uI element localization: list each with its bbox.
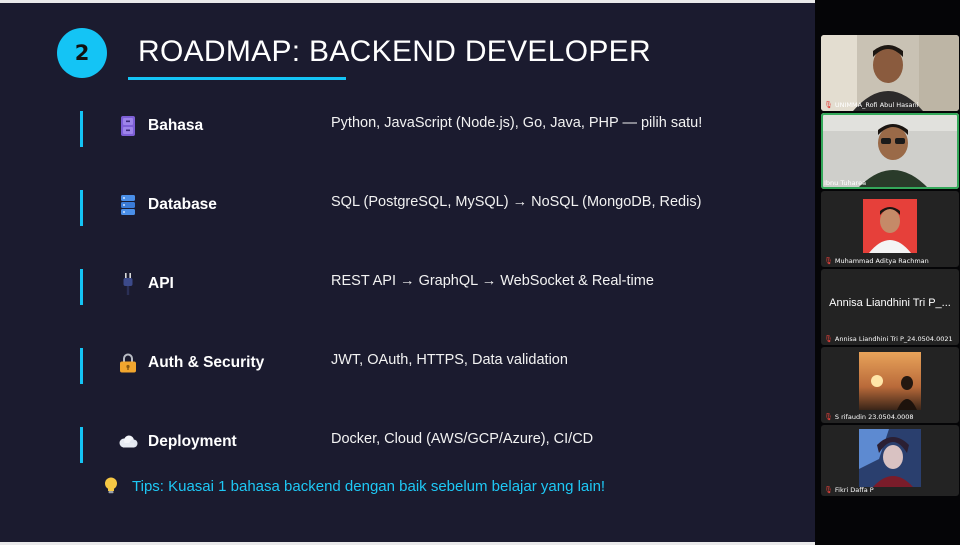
cloud-icon xyxy=(118,429,138,455)
muted-mic-icon: 🎙 xyxy=(824,101,833,109)
accent-bar xyxy=(80,111,83,147)
item-description: Docker, Cloud (AWS/GCP/Azure), CI/CD xyxy=(331,431,594,447)
participant-tile-fikri[interactable]: 🎙 Fikri Daffa P xyxy=(821,425,959,496)
roadmap-item-deployment: Deployment Docker, Cloud (AWS/GCP/Azure)… xyxy=(0,427,815,469)
roadmap-item-database: Database SQL (PostgreSQL, MySQL) → NoSQL… xyxy=(0,190,815,232)
item-description: REST API → GraphQL → WebSocket & Real-ti… xyxy=(331,273,654,289)
accent-bar xyxy=(80,190,83,226)
participant-tile-rofi[interactable]: 🎙 UNIMMA_Rofi Abul Hasani xyxy=(821,35,959,111)
participant-name-label: 🎙 Muhammad Aditya Rachman xyxy=(824,257,929,265)
participant-video xyxy=(821,35,959,111)
file-cabinet-icon xyxy=(118,113,138,139)
participant-name-label: 🎙 Annisa Liandhini Tri P_24.0504.0021 xyxy=(824,335,953,343)
slide-title: ROADMAP: BACKEND DEVELOPER xyxy=(138,35,651,68)
plug-icon xyxy=(118,271,138,297)
participant-tile-aditya[interactable]: 🎙 Muhammad Aditya Rachman xyxy=(821,191,959,267)
database-icon xyxy=(118,192,138,218)
item-label: Deployment xyxy=(148,433,237,450)
item-label: Auth & Security xyxy=(148,354,265,371)
lightbulb-icon xyxy=(104,477,122,495)
muted-mic-icon: 🎙 xyxy=(824,486,833,494)
tip-text-row: Tips: Kuasai 1 bahasa backend dengan bai… xyxy=(104,477,605,495)
item-label: API xyxy=(148,275,174,292)
title-underline xyxy=(128,77,346,80)
muted-mic-icon: 🎙 xyxy=(824,413,833,421)
muted-mic-icon: 🎙 xyxy=(824,257,833,265)
participant-avatar xyxy=(859,352,921,410)
participant-tile-annisa[interactable]: Annisa Liandhini Tri P_... 🎙 Annisa Lian… xyxy=(821,269,959,345)
item-label: Bahasa xyxy=(148,117,204,134)
item-description: SQL (PostgreSQL, MySQL) → NoSQL (MongoDB… xyxy=(331,194,702,210)
participant-avatar xyxy=(859,429,921,487)
participant-name-label: 🎙 Fikri Daffa P xyxy=(824,486,874,494)
participant-tile-ibnu[interactable]: Ibnu Tuharea xyxy=(821,113,959,189)
muted-mic-icon: 🎙 xyxy=(824,335,833,343)
tip-text: Tips: Kuasai 1 bahasa backend dengan bai… xyxy=(132,477,606,495)
participant-avatar xyxy=(863,199,917,253)
accent-bar xyxy=(80,348,83,384)
roadmap-item-bahasa: Bahasa Python, JavaScript (Node.js), Go,… xyxy=(0,111,815,153)
roadmap-item-api: API REST API → GraphQL → WebSocket & Rea… xyxy=(0,269,815,311)
slide-number-badge: 2 xyxy=(57,28,107,78)
presentation-slide: 2 ROADMAP: BACKEND DEVELOPER Bahasa Pyth… xyxy=(0,0,815,545)
participant-panel: 🎙 UNIMMA_Rofi Abul Hasani Ibnu Tuharea 🎙… xyxy=(820,32,960,498)
participant-name-label: 🎙 UNIMMA_Rofi Abul Hasani xyxy=(824,101,919,109)
participant-name-label: Ibnu Tuharea xyxy=(824,179,867,187)
participant-display-name: Annisa Liandhini Tri P_... xyxy=(829,297,951,309)
item-label: Database xyxy=(148,196,217,213)
accent-bar xyxy=(80,427,83,463)
participant-video xyxy=(821,113,959,189)
lock-icon xyxy=(118,350,138,376)
participant-name-label: 🎙 S rifaudin 23.0504.0008 xyxy=(824,413,914,421)
roadmap-item-auth-security: Auth & Security JWT, OAuth, HTTPS, Data … xyxy=(0,348,815,390)
accent-bar xyxy=(80,269,83,305)
item-description: JWT, OAuth, HTTPS, Data validation xyxy=(331,352,568,368)
participant-tile-rifaudin[interactable]: 🎙 S rifaudin 23.0504.0008 xyxy=(821,347,959,423)
item-description: Python, JavaScript (Node.js), Go, Java, … xyxy=(331,115,703,131)
